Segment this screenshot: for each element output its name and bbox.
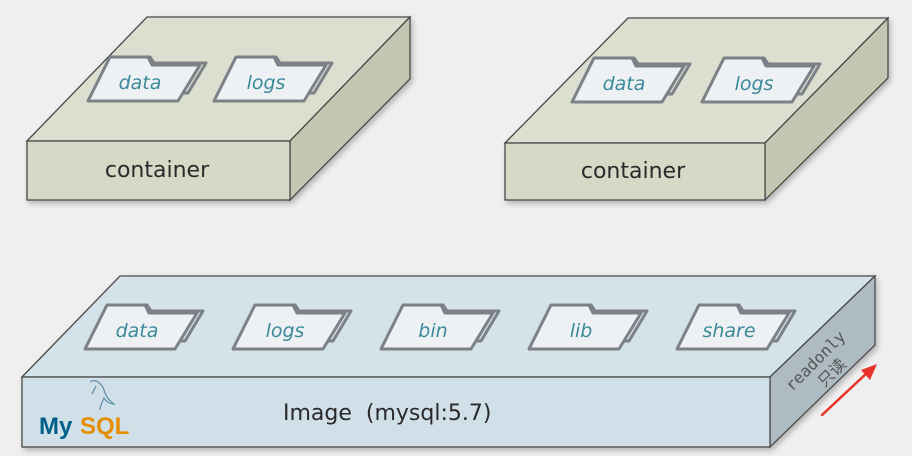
image-label: Image (mysql:5.7) xyxy=(283,401,491,426)
container-1-front xyxy=(26,140,291,201)
folder-icon xyxy=(231,303,347,351)
mysql-logo: My SQL xyxy=(39,380,129,440)
container-1-label: container xyxy=(105,158,210,183)
folder-icon xyxy=(212,55,328,103)
folder-lib: lib xyxy=(527,303,649,351)
folder-label: logs xyxy=(735,73,774,95)
folder-icon xyxy=(700,56,816,104)
container-1: container data logs xyxy=(25,15,412,202)
folder-icon xyxy=(83,303,199,351)
folder-share: share xyxy=(675,303,797,351)
folder-label: data xyxy=(116,320,159,342)
arrow-icon xyxy=(820,364,877,417)
folder-data: data xyxy=(570,56,692,104)
folder-icon xyxy=(527,303,643,351)
folder-data: data xyxy=(83,303,205,351)
folder-label: share xyxy=(702,320,755,342)
folder-logs: logs xyxy=(212,55,334,103)
folder-label: bin xyxy=(418,320,447,342)
dolphin-icon xyxy=(89,380,116,411)
mysql-sql-text: SQL xyxy=(80,413,129,440)
image-front xyxy=(21,376,771,448)
folder-logs: logs xyxy=(231,303,353,351)
folder-bin: bin xyxy=(379,303,501,351)
folder-logs: logs xyxy=(700,56,822,104)
folder-icon xyxy=(86,55,202,103)
folder-label: logs xyxy=(266,320,305,342)
folder-label: data xyxy=(119,72,162,94)
folder-icon xyxy=(379,303,495,351)
folder-icon xyxy=(570,56,686,104)
container-2-label: container xyxy=(581,159,686,184)
folder-icon xyxy=(675,303,791,351)
container-1-folders: data logs xyxy=(86,55,334,103)
container-2: container data logs xyxy=(503,16,890,202)
container-2-front xyxy=(504,142,766,201)
folder-label: lib xyxy=(570,320,593,342)
folder-label: logs xyxy=(247,72,286,94)
folder-data: data xyxy=(86,55,208,103)
mysql-my-text: My xyxy=(39,413,73,440)
folder-label: data xyxy=(603,73,646,95)
image-folders: data logs bin lib share xyxy=(83,303,797,351)
container-2-folders: data logs xyxy=(570,56,822,104)
